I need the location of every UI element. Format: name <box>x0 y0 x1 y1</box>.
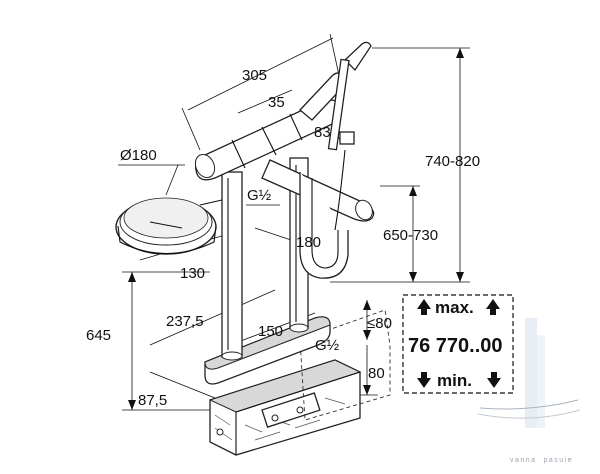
watermark-logo: vanna pasuie <box>477 318 581 464</box>
dim-diameter-180: Ø180 <box>120 147 157 164</box>
dim-130: 130 <box>180 265 205 282</box>
max-row: max. <box>417 298 500 317</box>
dim-thread-upper: G½ <box>247 187 272 204</box>
risers <box>221 157 309 361</box>
min-row: min. <box>417 371 501 390</box>
watermark-text: vanna pasuie <box>510 457 573 464</box>
dim-thread-lower: G½ <box>315 337 340 354</box>
arrow-up-icon <box>486 299 500 315</box>
min-label: min. <box>437 371 472 390</box>
product-code: 76 770..00 <box>408 335 503 357</box>
floor-mount-box <box>208 359 362 456</box>
arrow-up-icon <box>417 299 431 315</box>
dim-305: 305 <box>242 67 267 84</box>
installation-box-outline <box>299 309 391 421</box>
arrowheads <box>128 48 464 410</box>
dim-87-5: 87,5 <box>138 392 167 409</box>
dim-max-80: ≤80 <box>367 315 392 332</box>
dim-650-730: 650-730 <box>383 227 438 244</box>
dimension-labels: 305 35 83 Ø180 G½ 740-820 650-730 180 13… <box>86 67 480 409</box>
mixer-body <box>194 99 341 181</box>
dim-150: 150 <box>258 323 283 340</box>
max-label: max. <box>435 298 474 317</box>
dim-80: 80 <box>368 365 385 382</box>
dim-237-5: 237,5 <box>166 313 204 330</box>
spout <box>261 159 375 279</box>
arrow-down-icon <box>487 372 501 388</box>
bowl-ring <box>115 197 223 255</box>
depth-panel: max. 76 770..00 min. <box>402 294 514 394</box>
arrow-down-icon <box>417 372 431 388</box>
dim-645: 645 <box>86 327 111 344</box>
hand-shower <box>327 41 372 231</box>
dim-740-820: 740-820 <box>425 153 480 170</box>
dim-180-reach: 180 <box>296 234 321 251</box>
dim-35: 35 <box>268 94 285 111</box>
dim-83: 83 <box>314 124 331 141</box>
